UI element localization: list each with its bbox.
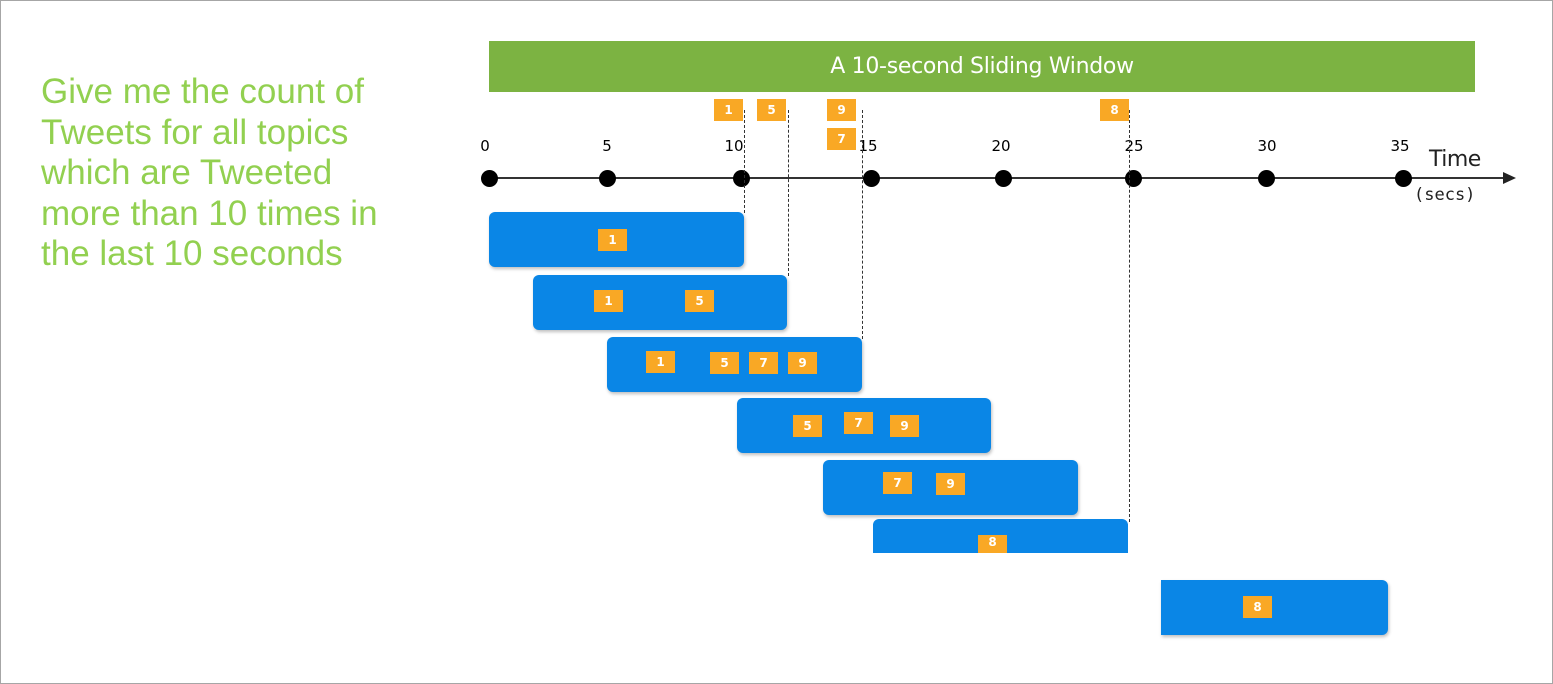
window-end-marker	[1129, 110, 1130, 522]
window-bar: 8	[873, 519, 1128, 553]
window-end-marker	[744, 110, 745, 213]
tick-dot-25	[1124, 169, 1142, 187]
window-chip: 8	[1243, 596, 1272, 618]
event-chip: 5	[757, 99, 786, 121]
event-chip: 1	[714, 99, 743, 121]
window-chip: 5	[685, 290, 714, 312]
window-bar: 1 5 7 9	[607, 337, 862, 392]
event-chip: 9	[827, 99, 856, 121]
banner-label: A 10-second Sliding Window	[830, 54, 1134, 79]
tick-dot-10	[732, 169, 750, 187]
window-chip: 1	[646, 351, 675, 373]
window-end-marker	[788, 110, 789, 276]
event-chip: 7	[827, 128, 856, 150]
tick-label-20: 20	[991, 137, 1011, 155]
tick-dot-30	[1257, 169, 1275, 187]
tick-dot-15	[862, 169, 880, 187]
tick-label-25: 25	[1124, 137, 1144, 155]
window-chip: 8	[978, 535, 1007, 553]
tick-dot-35	[1394, 169, 1412, 187]
tick-label-10: 10	[724, 137, 744, 155]
window-end-marker	[862, 110, 863, 339]
event-chip: 8	[1100, 99, 1129, 121]
tick-dot-0	[480, 169, 498, 187]
window-chip: 7	[883, 472, 912, 494]
tick-label-15: 15	[858, 137, 878, 155]
window-chip: 5	[710, 352, 739, 374]
tick-dot-5	[598, 169, 616, 187]
window-bar: 7 9	[823, 460, 1078, 515]
tick-label-35: 35	[1390, 137, 1410, 155]
window-bar: 1 5	[533, 275, 787, 330]
tick-label-0: 0	[480, 137, 490, 155]
window-chip: 7	[749, 352, 778, 374]
window-chip: 9	[788, 352, 817, 374]
window-chip: 9	[936, 473, 965, 495]
window-bar: 1	[489, 212, 744, 267]
axis-arrow-icon	[1503, 172, 1516, 184]
window-chip: 5	[793, 415, 822, 437]
window-chip: 9	[890, 415, 919, 437]
sliding-window-banner: A 10-second Sliding Window	[489, 41, 1475, 92]
tick-label-5: 5	[602, 137, 612, 155]
axis-unit: (secs)	[1414, 185, 1476, 205]
question-text: Give me the count of Tweets for all topi…	[41, 72, 378, 273]
window-bar: 5 7 9	[737, 398, 991, 453]
window-chip: 1	[598, 229, 627, 251]
window-bar: 8	[1161, 580, 1388, 635]
axis-title: Time	[1429, 147, 1481, 172]
window-chip: 7	[844, 412, 873, 434]
tick-label-30: 30	[1257, 137, 1277, 155]
tick-dot-20	[994, 169, 1012, 187]
window-chip: 1	[594, 290, 623, 312]
